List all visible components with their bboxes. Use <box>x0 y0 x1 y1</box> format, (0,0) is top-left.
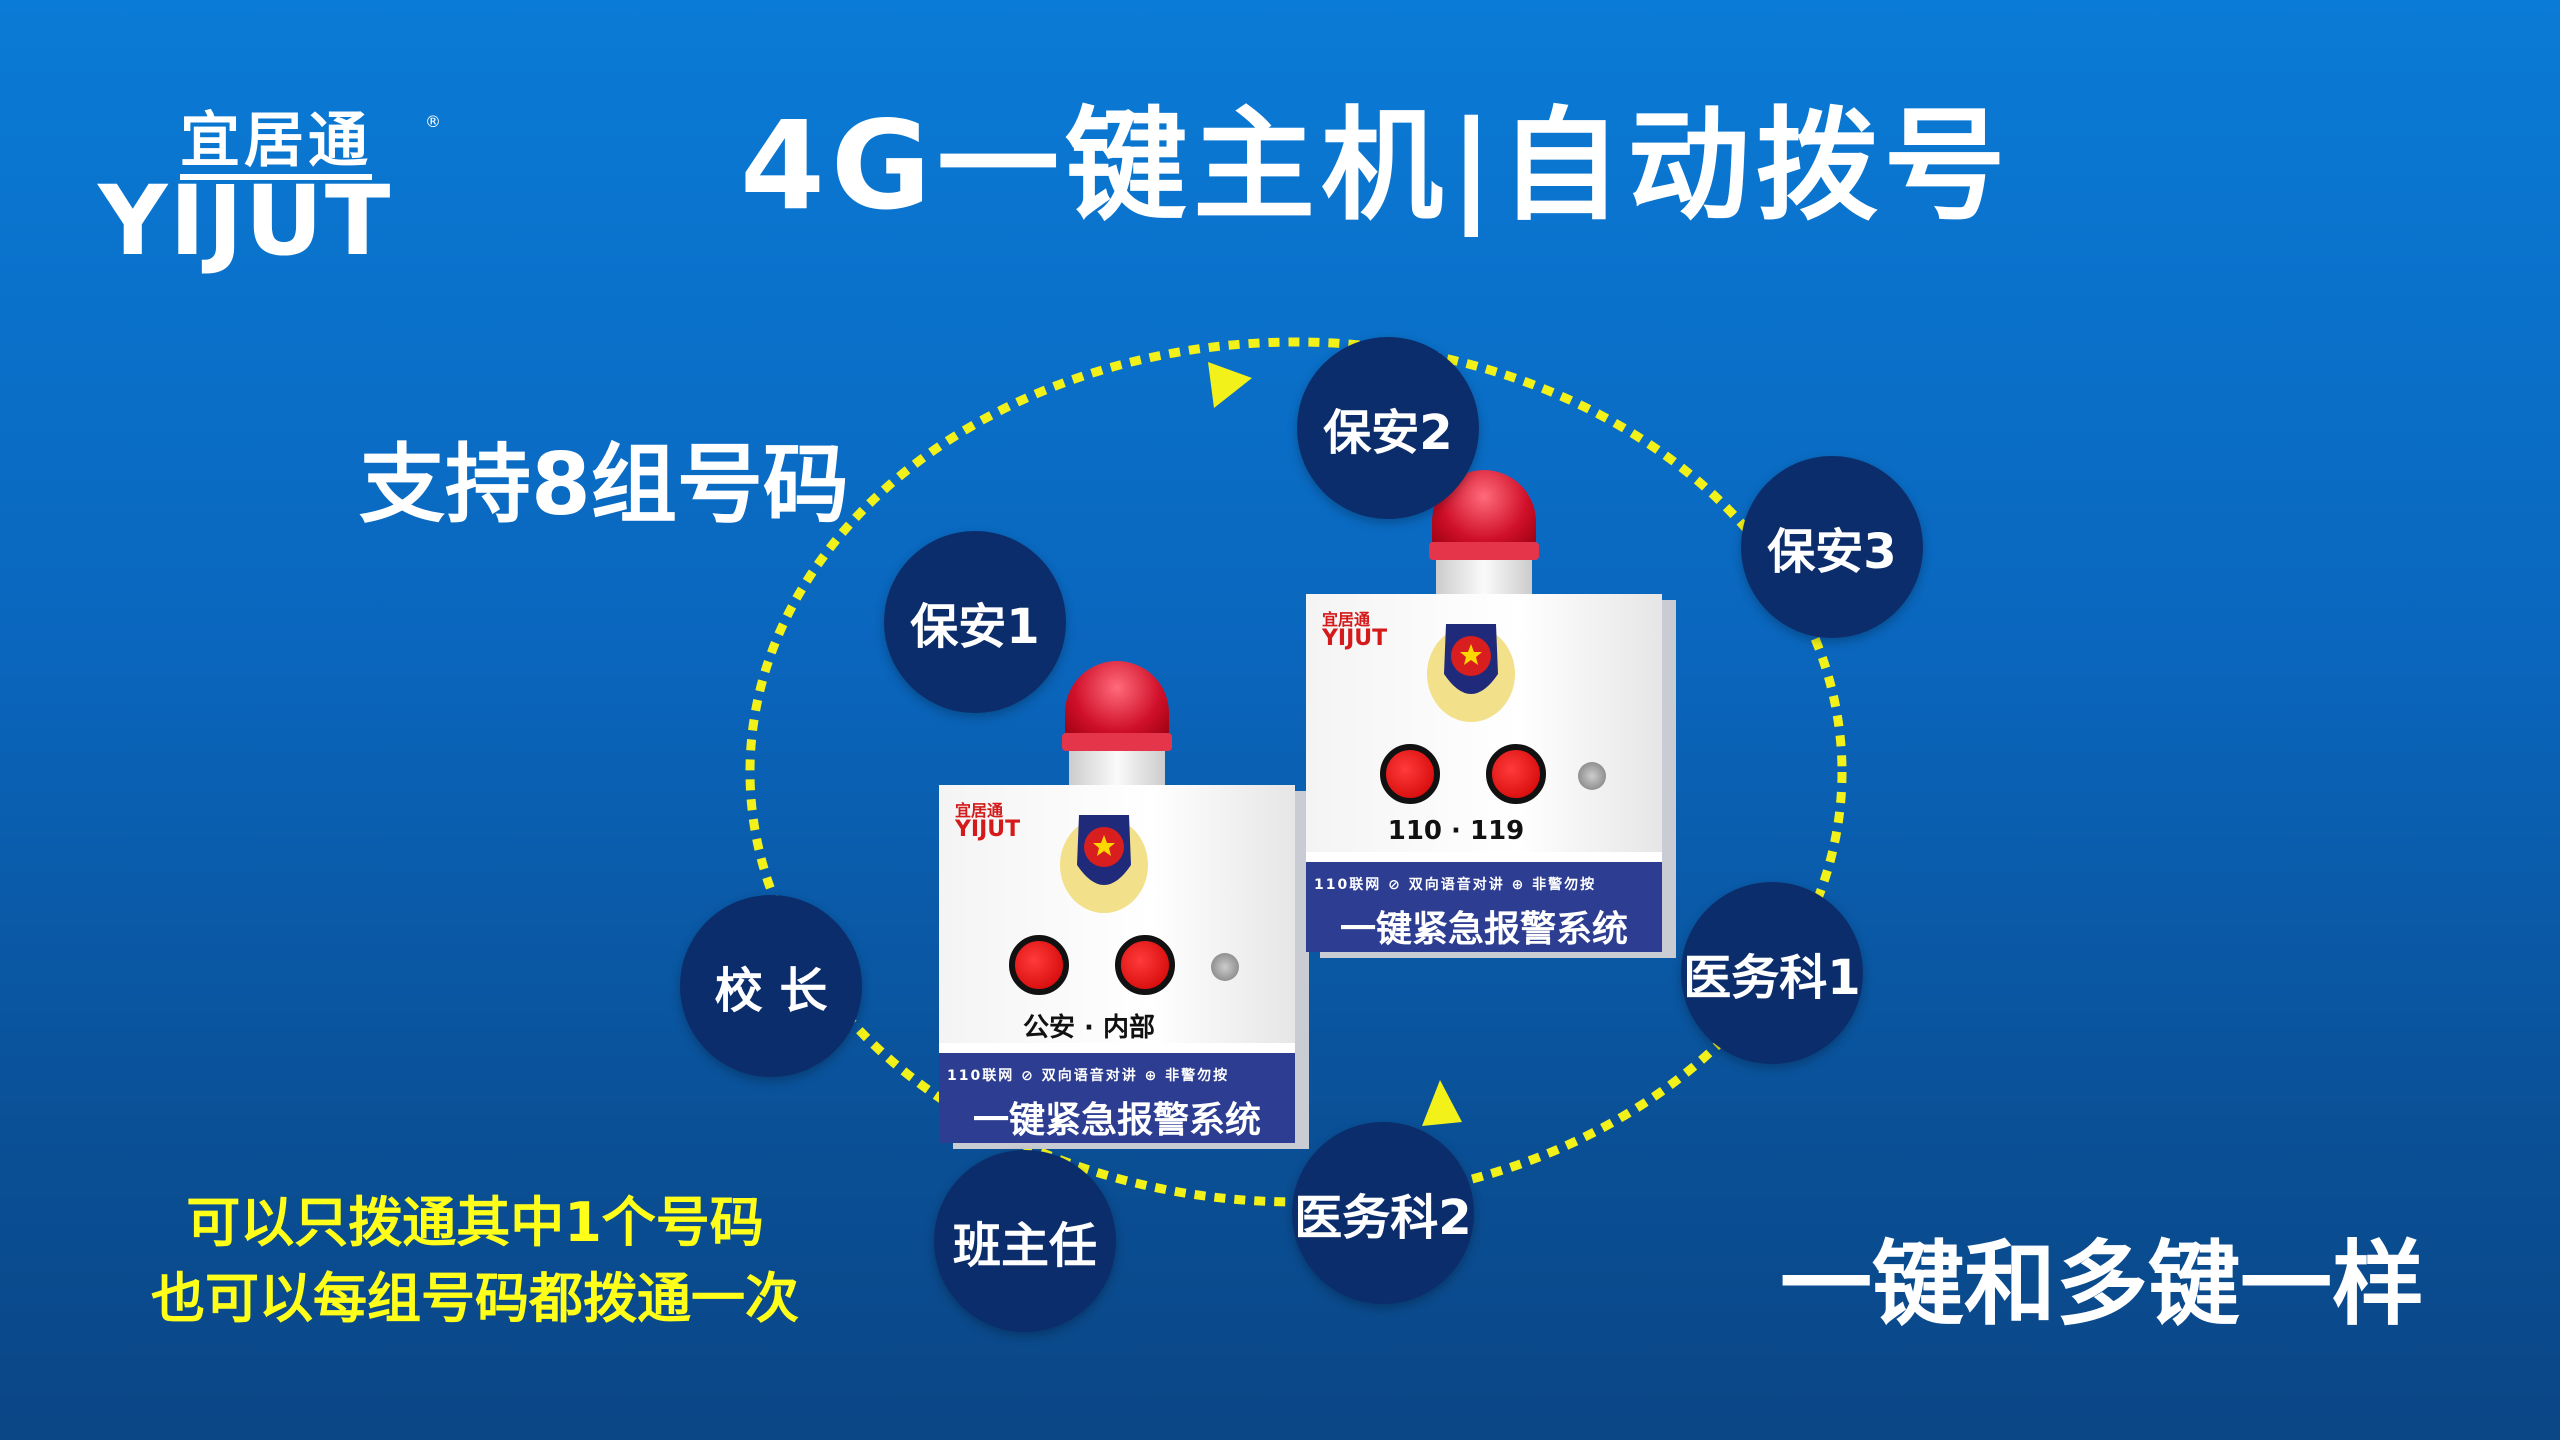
band-features: 110联网 ⊘ 双向语音对讲 ⊕ 非警勿按 <box>947 1068 1230 1084</box>
device-band: 110联网 ⊘ 双向语音对讲 ⊕ 非警勿按 一键紧急报警系统 <box>1306 852 1662 952</box>
node-security-2: 保安2 <box>1297 337 1479 519</box>
logo-english: YIJUT <box>98 165 393 277</box>
alarm-button <box>1486 744 1546 804</box>
same-text: 一键和多键一样 <box>1780 1231 2425 1338</box>
dial-note-2: 也可以每组号码都拨通一次 <box>151 1267 799 1330</box>
support-text: 支持8组号码 <box>359 435 849 535</box>
node-head-teacher: 班主任 <box>934 1150 1116 1332</box>
device-band: 110联网 ⊘ 双向语音对讲 ⊕ 非警勿按 一键紧急报警系统 <box>939 1043 1295 1143</box>
warning-lamp <box>1062 661 1172 803</box>
dashed-cycle-path <box>745 337 1847 1207</box>
node-medical-1: 医务科1 <box>1681 882 1863 1064</box>
alarm-button <box>1380 744 1440 804</box>
node-principal: 校 长 <box>680 895 862 1077</box>
page-title: 4G一键主机|自动拨号 <box>740 95 2012 237</box>
band-title: 一键紧急报警系统 <box>972 1100 1261 1141</box>
police-emblem-icon <box>1427 624 1515 722</box>
band-features: 110联网 ⊘ 双向语音对讲 ⊕ 非警勿按 <box>1314 877 1597 893</box>
button-labels: 公安 · 内部 <box>1023 1013 1155 1043</box>
alarm-button <box>1115 935 1175 995</box>
band-title: 一键紧急报警系统 <box>1339 909 1628 950</box>
key-lock-icon <box>1578 762 1606 790</box>
node-medical-2: 医务科2 <box>1292 1122 1474 1304</box>
button-labels: 110 · 119 <box>1387 816 1525 846</box>
registered-mark: ® <box>425 112 441 131</box>
police-emblem-icon <box>1060 815 1148 913</box>
logo-chinese: 宜居通 <box>180 108 372 180</box>
node-security-3: 保安3 <box>1741 456 1923 638</box>
alarm-button <box>1009 935 1069 995</box>
key-lock-icon <box>1211 953 1239 981</box>
node-security-1: 保安1 <box>884 531 1066 713</box>
arrow-icon <box>1422 1080 1462 1126</box>
dial-note-1: 可以只拨通其中1个号码 <box>186 1191 764 1254</box>
arrow-icon <box>1208 362 1252 408</box>
